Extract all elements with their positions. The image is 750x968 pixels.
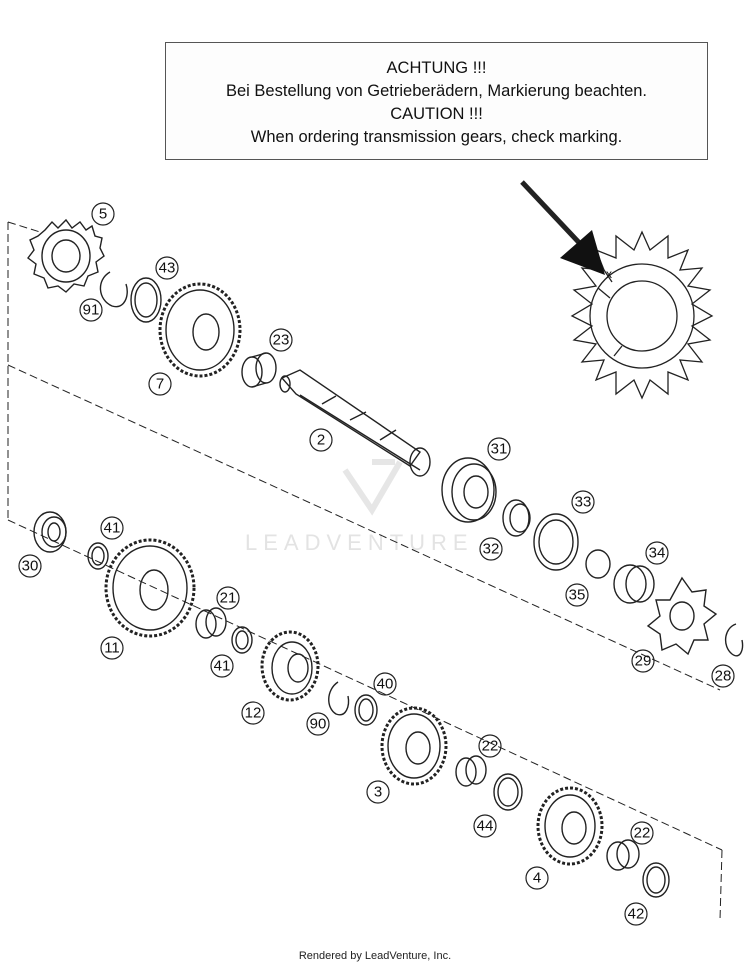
callout-3: 3 xyxy=(366,780,390,804)
svg-text:32: 32 xyxy=(483,541,500,558)
caution-line-de-text: Bei Bestellung von Getrieberädern, Marki… xyxy=(226,82,647,100)
washer-42 xyxy=(642,862,670,898)
svg-text:90: 90 xyxy=(310,716,327,733)
gear-7 xyxy=(158,282,242,378)
svg-text:4: 4 xyxy=(533,870,541,887)
svg-text:22: 22 xyxy=(482,738,499,755)
svg-text:7: 7 xyxy=(156,376,164,393)
callout-30: 30 xyxy=(18,554,42,578)
callout-23: 23 xyxy=(269,328,293,352)
svg-text:21: 21 xyxy=(220,590,237,607)
washer-43 xyxy=(130,277,162,323)
svg-text:28: 28 xyxy=(715,668,732,685)
svg-text:29: 29 xyxy=(635,653,652,670)
circlip-91 xyxy=(99,271,128,308)
gear-11 xyxy=(104,538,196,638)
gear-3 xyxy=(380,706,448,786)
callout-22-upper: 22 xyxy=(478,734,502,758)
watermark-logo xyxy=(342,459,403,516)
svg-text:23: 23 xyxy=(273,332,290,349)
washer-41-upper xyxy=(87,542,109,570)
gear-5 xyxy=(27,218,105,293)
caution-line-en-text: When ordering transmission gears, check … xyxy=(250,128,623,146)
svg-text:22: 22 xyxy=(634,825,651,842)
circlip-28 xyxy=(725,623,744,657)
svg-text:31: 31 xyxy=(491,441,508,458)
washer-44 xyxy=(493,773,523,811)
svg-text:43: 43 xyxy=(159,260,176,277)
callout-34: 34 xyxy=(645,541,669,565)
callout-91: 91 xyxy=(79,298,103,322)
svg-text:11: 11 xyxy=(104,640,120,657)
svg-text:30: 30 xyxy=(22,558,39,575)
main-shaft-2 xyxy=(279,369,431,477)
spacer-32 xyxy=(502,499,531,537)
svg-text:35: 35 xyxy=(569,587,586,604)
svg-text:2: 2 xyxy=(317,432,325,449)
bushing-22-upper xyxy=(455,755,487,787)
bearing-31 xyxy=(441,457,497,523)
callout-32: 32 xyxy=(479,537,503,561)
callout-33: 33 xyxy=(571,490,595,514)
callout-29: 29 xyxy=(631,649,655,673)
caution-line-en-title: CAUTION !!! xyxy=(390,105,483,123)
callout-43: 43 xyxy=(155,256,179,280)
caution-line-de-title: ACHTUNG !!! xyxy=(386,59,487,77)
svg-text:40: 40 xyxy=(377,676,394,693)
o-ring-35 xyxy=(585,549,611,579)
caution-box: ACHTUNG !!! Bei Bestellung von Getrieber… xyxy=(165,42,708,160)
callout-11: 11 xyxy=(100,636,124,660)
svg-text:34: 34 xyxy=(649,545,666,562)
callout-2: 2 xyxy=(309,428,333,452)
bushing-23 xyxy=(241,352,277,388)
callout-40: 40 xyxy=(373,672,397,696)
svg-text:41: 41 xyxy=(214,658,231,675)
svg-text:41: 41 xyxy=(104,520,121,537)
svg-text:x: x xyxy=(606,267,612,281)
gear-12 xyxy=(260,630,320,702)
marking-arrow: x xyxy=(520,180,612,281)
gear-4 xyxy=(536,786,604,866)
bushing-21 xyxy=(195,607,227,639)
callout-44: 44 xyxy=(473,814,497,838)
callout-31: 31 xyxy=(487,437,511,461)
svg-text:91: 91 xyxy=(83,302,100,319)
callout-41-lower: 41 xyxy=(210,654,234,678)
callout-4: 4 xyxy=(525,866,549,890)
callout-35: 35 xyxy=(565,583,589,607)
callout-7: 7 xyxy=(148,372,172,396)
callout-22-lower: 22 xyxy=(630,821,654,845)
callout-12: 12 xyxy=(241,701,265,725)
svg-text:33: 33 xyxy=(575,494,592,511)
svg-text:42: 42 xyxy=(628,906,645,923)
marking-gear-detail xyxy=(570,230,714,400)
seal-33 xyxy=(533,513,579,571)
svg-text:3: 3 xyxy=(374,784,382,801)
circlip-90 xyxy=(328,681,350,716)
callout-5: 5 xyxy=(91,202,115,226)
svg-text:12: 12 xyxy=(245,705,262,722)
sprocket-29 xyxy=(646,576,718,656)
callout-41-upper: 41 xyxy=(100,516,124,540)
washer-41-lower xyxy=(231,626,253,654)
callout-42: 42 xyxy=(624,902,648,926)
washer-40 xyxy=(354,694,378,726)
bearing-30 xyxy=(33,511,67,553)
watermark: LEADVENTURE xyxy=(245,530,474,555)
callout-21: 21 xyxy=(216,586,240,610)
footer-credit: Rendered by LeadVenture, Inc. xyxy=(298,950,452,962)
bushing-22-lower xyxy=(606,839,640,871)
svg-text:44: 44 xyxy=(477,818,494,835)
svg-text:5: 5 xyxy=(99,206,107,223)
callout-28: 28 xyxy=(711,664,735,688)
bushing-34 xyxy=(613,564,655,604)
callout-90: 90 xyxy=(306,712,330,736)
